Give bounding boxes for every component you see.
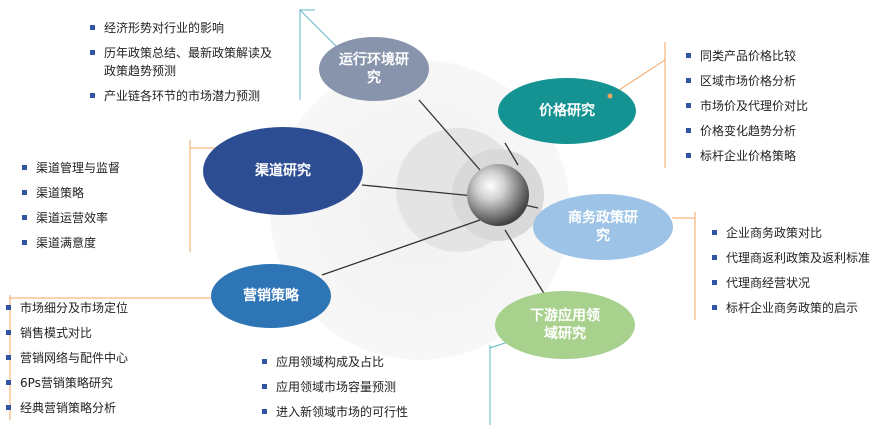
node-channel-label-text: 渠道研究 xyxy=(255,163,311,179)
list-item: 价格变化趋势分析 xyxy=(686,123,808,139)
bullet-icon xyxy=(262,409,267,414)
list-item: 经典营销策略分析 xyxy=(6,400,128,416)
node-downstream-label-line2: 域研究 xyxy=(544,326,586,342)
bullet-icon xyxy=(712,255,717,260)
node-downstream-label: 下游应用领域研究 xyxy=(495,298,635,352)
list-item: 进入新领域市场的可行性 xyxy=(262,404,408,420)
node-env[interactable] xyxy=(319,37,429,101)
list-channel: 渠道管理与监督 渠道策略 渠道运营效率 渠道满意度 xyxy=(22,160,120,260)
list-policy: 企业商务政策对比 代理商返利政策及返利标准 代理商经营状况 标杆企业商务政策的启… xyxy=(712,225,870,325)
bullet-icon xyxy=(90,25,95,30)
connector-marketing xyxy=(321,219,481,276)
list-item: 标杆企业价格策略 xyxy=(686,148,808,164)
bullet-icon xyxy=(22,240,27,245)
node-policy-label-line1: 商务政策研 xyxy=(568,210,638,226)
node-policy-label-line2: 究 xyxy=(596,228,610,244)
node-policy-label: 商务政策研究 xyxy=(533,200,673,254)
price-link-dot xyxy=(607,93,613,99)
node-env-label: 运行环境研究 xyxy=(319,40,429,98)
hub-sphere xyxy=(467,164,529,226)
list-marketing: 市场细分及市场定位 销售模式对比 营销网络与配件中心 6Ps营销策略研究 经典营… xyxy=(6,300,128,425)
node-channel[interactable] xyxy=(203,127,363,215)
list-item: 同类产品价格比较 xyxy=(686,48,808,64)
bullet-icon xyxy=(6,380,11,385)
list-item-continuation: 政策趋势预测 xyxy=(104,64,177,78)
list-item: 历年政策总结、最新政策解读及 xyxy=(90,45,272,61)
node-marketing-label-text: 营销策略 xyxy=(243,288,299,304)
bracket-env-link xyxy=(299,9,341,51)
connector-downstream xyxy=(504,229,549,301)
bullet-icon xyxy=(90,93,95,98)
list-item: 经济形势对行业的影响 xyxy=(90,20,272,36)
node-downstream-label-line1: 下游应用领 xyxy=(530,308,600,324)
node-policy[interactable] xyxy=(533,194,673,260)
list-item: 企业商务政策对比 xyxy=(712,225,870,241)
list-price: 同类产品价格比较 区域市场价格分析 市场价及代理价对比 价格变化趋势分析 标杆企… xyxy=(686,48,808,173)
node-env-label-line1: 运行环境研 xyxy=(339,52,409,68)
bullet-icon xyxy=(686,153,691,158)
node-marketing-label: 营销策略 xyxy=(211,281,331,311)
node-downstream[interactable] xyxy=(495,291,635,359)
connector-env xyxy=(418,99,481,171)
node-price[interactable] xyxy=(498,78,636,144)
list-item: 应用领域构成及占比 xyxy=(262,354,408,370)
list-env: 经济形势对行业的影响 历年政策总结、最新政策解读及 政策趋势预测 产业链各环节的… xyxy=(90,20,272,113)
node-price-label-text: 价格研究 xyxy=(539,103,595,119)
bullet-icon xyxy=(686,103,691,108)
bullet-icon xyxy=(6,305,11,310)
node-price-label: 价格研究 xyxy=(498,96,636,126)
list-item: 应用领域市场容量预测 xyxy=(262,379,408,395)
list-item: 代理商返利政策及返利标准 xyxy=(712,250,870,266)
bullet-icon xyxy=(712,305,717,310)
bullet-icon xyxy=(712,230,717,235)
bullet-icon xyxy=(90,50,95,55)
list-item: 渠道策略 xyxy=(22,185,120,201)
bullet-icon xyxy=(6,330,11,335)
list-item: 市场细分及市场定位 xyxy=(6,300,128,316)
list-item: 代理商经营状况 xyxy=(712,275,870,291)
bracket-env xyxy=(299,9,315,100)
node-env-label-line2: 究 xyxy=(367,70,381,86)
bullet-icon xyxy=(712,280,717,285)
connector-lines xyxy=(321,99,549,301)
bullet-icon xyxy=(262,384,267,389)
list-item: 市场价及代理价对比 xyxy=(686,98,808,114)
list-item: 6Ps营销策略研究 xyxy=(6,375,128,391)
connector-price xyxy=(504,142,519,166)
list-item: 产业链各环节的市场潜力预测 xyxy=(90,88,272,104)
list-item: 渠道满意度 xyxy=(22,235,120,251)
bullet-icon xyxy=(686,53,691,58)
list-item: 渠道管理与监督 xyxy=(22,160,120,176)
bullet-icon xyxy=(686,128,691,133)
bullet-icon xyxy=(686,78,691,83)
bullet-icon xyxy=(262,359,267,364)
bullet-icon xyxy=(22,190,27,195)
connector-channel xyxy=(361,184,475,197)
list-item: 区域市场价格分析 xyxy=(686,73,808,89)
node-marketing[interactable] xyxy=(211,264,331,328)
list-downstream: 应用领域构成及占比 应用领域市场容量预测 进入新领域市场的可行性 xyxy=(262,354,408,429)
list-item: 渠道运营效率 xyxy=(22,210,120,226)
list-item: 营销网络与配件中心 xyxy=(6,350,128,366)
bullet-icon xyxy=(22,165,27,170)
bullet-icon xyxy=(22,215,27,220)
list-item: 标杆企业商务政策的启示 xyxy=(712,300,870,316)
node-channel-label: 渠道研究 xyxy=(203,156,363,186)
bullet-icon xyxy=(6,405,11,410)
bullet-icon xyxy=(6,355,11,360)
list-item: 销售模式对比 xyxy=(6,325,128,341)
